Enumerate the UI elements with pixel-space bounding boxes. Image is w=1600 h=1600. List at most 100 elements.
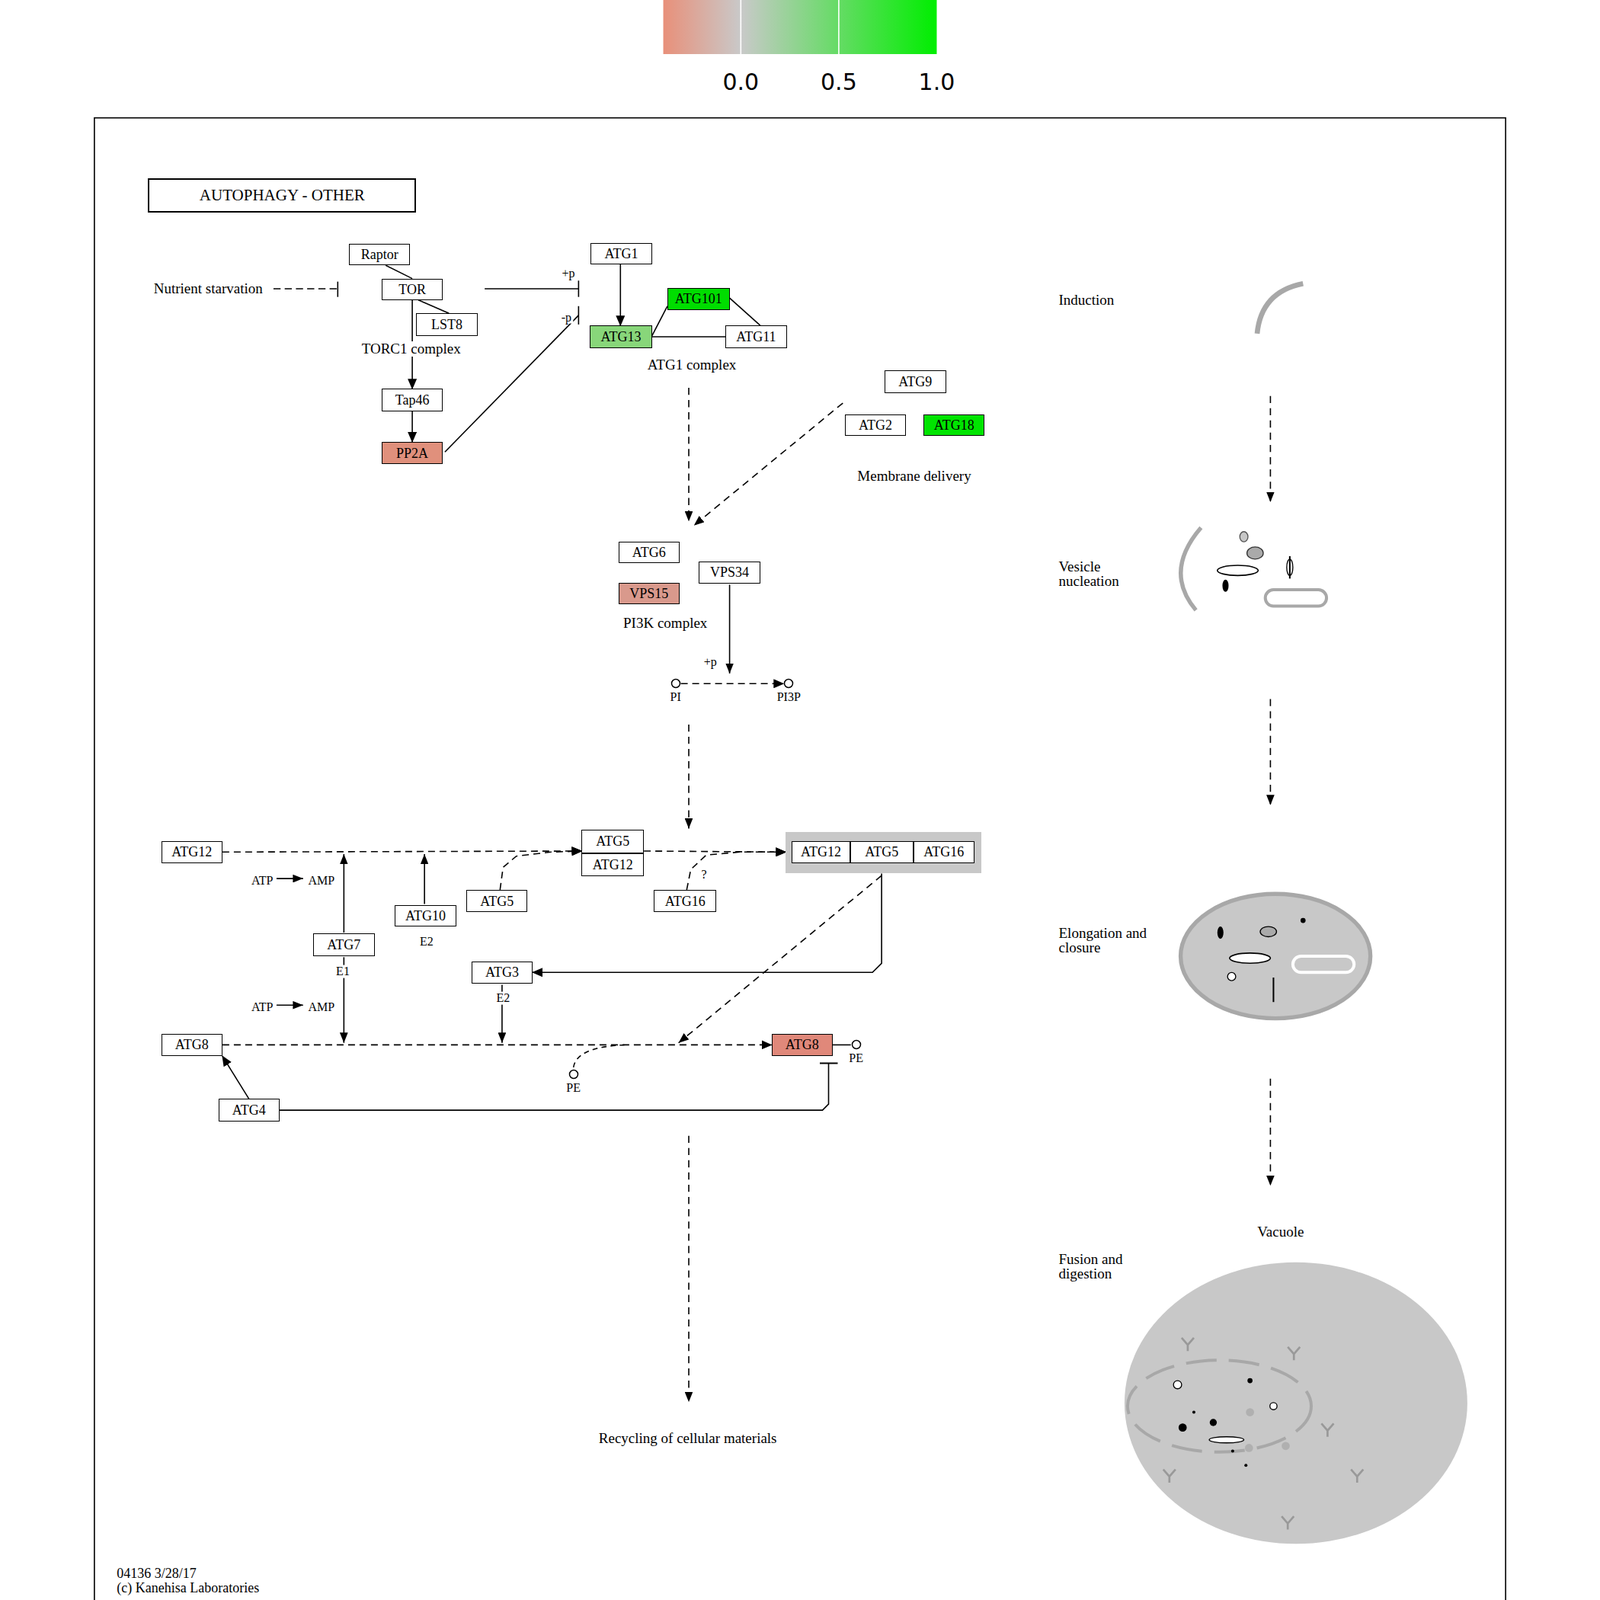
gene-name: ATG5 <box>864 844 899 859</box>
illustration-part <box>1239 531 1248 542</box>
compound-name: PI3P <box>776 691 802 704</box>
illustration-part <box>1270 1078 1272 1187</box>
illustration-part <box>336 281 339 298</box>
illustration-part <box>276 877 304 880</box>
compound-name: PE <box>565 1081 582 1095</box>
gene-name: ATG12 <box>800 844 842 859</box>
connector <box>222 1044 772 1047</box>
illustration-part <box>1270 698 1272 805</box>
connector <box>832 1044 852 1047</box>
circle-shape <box>783 678 794 689</box>
connector <box>619 264 621 326</box>
gene-box: ATG2 <box>844 414 906 436</box>
gene-name: VPS15 <box>629 586 669 601</box>
gene-box: ATG8 <box>161 1033 223 1056</box>
gene-box: ATG101 <box>667 288 730 311</box>
illustration-part <box>1292 956 1354 973</box>
gene-name: VPS34 <box>710 565 749 580</box>
gene-box: ATG13 <box>589 325 653 348</box>
gene-box: VPS15 <box>618 582 680 605</box>
illustration-part <box>1231 1449 1235 1453</box>
phagophore <box>1257 283 1303 334</box>
gene-box: ATG9 <box>884 370 946 393</box>
text-label: Membrane delivery <box>855 468 973 484</box>
illustration-part <box>1245 1408 1255 1417</box>
circle-outline <box>569 1070 578 1079</box>
illustration-part <box>1173 1380 1182 1389</box>
illustration-part <box>1180 893 1371 1018</box>
connector <box>652 336 726 338</box>
illustration-part <box>1321 1423 1334 1437</box>
illustration-part <box>1163 1337 1364 1530</box>
gene-box: ATG4 <box>218 1098 280 1121</box>
edge-label: ? <box>700 867 709 881</box>
gene-name: ATG12 <box>171 844 212 859</box>
illustration-part <box>1300 918 1306 924</box>
illustration-part <box>484 288 579 290</box>
gene-name: ATG16 <box>665 894 706 909</box>
illustration-part <box>688 1136 690 1403</box>
gene-box: ATG1 <box>590 243 652 265</box>
gene-box: ATG7 <box>313 933 375 956</box>
connector <box>686 851 786 890</box>
pathway-lines <box>273 280 1271 1402</box>
gene-name: ATG2 <box>858 418 893 432</box>
gene-box: ATG5 <box>850 841 914 864</box>
compound-circle: PE <box>568 1068 580 1080</box>
illustration-part <box>1127 1360 1312 1453</box>
circle-shape <box>851 1039 862 1050</box>
illustration-part <box>694 403 844 526</box>
illustration-part <box>1244 1443 1254 1453</box>
illustration-part <box>1270 1402 1277 1410</box>
autophagosome-figure <box>1180 893 1371 1018</box>
text-label: PI3K complex <box>621 615 709 631</box>
text-label: ATG1 complex <box>646 357 739 373</box>
illustration-part <box>688 724 690 829</box>
illustration-part <box>1281 1516 1294 1530</box>
gene-box: ATG16 <box>653 889 717 912</box>
illustration-part <box>1181 1337 1194 1351</box>
gene-name: ATG8 <box>175 1037 209 1052</box>
illustration-part <box>1270 396 1272 503</box>
gene-name: Tap46 <box>395 393 430 407</box>
connector <box>532 873 882 973</box>
illustration-part <box>1350 1469 1364 1483</box>
illustration-part <box>1272 977 1274 1002</box>
gene-box: ATG12 <box>161 841 223 864</box>
text-label: Nutrient starvation <box>152 281 265 297</box>
gene-box: ATG5 <box>581 829 644 854</box>
illustration-part <box>276 1004 304 1006</box>
illustration-part <box>1257 283 1303 334</box>
gene-name: ATG4 <box>232 1103 266 1117</box>
gene-name: ATG12 <box>592 857 634 872</box>
gene-name: ATG18 <box>934 418 975 432</box>
gene-name: ATG6 <box>632 545 666 560</box>
illustration-part <box>1178 1423 1188 1432</box>
text-label: AMP <box>307 873 337 887</box>
illustration-part <box>1287 1347 1300 1360</box>
circle-outline <box>671 679 680 688</box>
gene-name: ATG8 <box>785 1037 820 1052</box>
compound-name: PE <box>848 1052 864 1065</box>
text-label: E1 <box>334 965 352 979</box>
illustration-part <box>578 306 580 325</box>
gene-name: LST8 <box>431 317 463 332</box>
gene-name: PP2A <box>396 446 429 461</box>
illustration-part <box>1260 926 1277 937</box>
gene-name: ATG13 <box>600 329 641 344</box>
illustration-part <box>444 315 579 452</box>
gene-box: VPS34 <box>698 561 760 584</box>
gene-box: ATG11 <box>725 325 787 348</box>
connector <box>222 1056 250 1099</box>
gene-box: LST8 <box>416 313 477 336</box>
gene-box: ATG12 <box>581 853 644 877</box>
illustration-part <box>1286 559 1293 576</box>
illustration-part <box>1124 1262 1468 1545</box>
text-label: E2 <box>494 991 512 1005</box>
gene-name: Raptor <box>361 247 399 262</box>
illustration-part <box>1247 547 1264 560</box>
connector <box>279 1063 829 1111</box>
text-label: (c) Kanehisa Laboratories <box>115 1580 261 1595</box>
text-label: Fusion and digestion <box>1057 1251 1137 1281</box>
